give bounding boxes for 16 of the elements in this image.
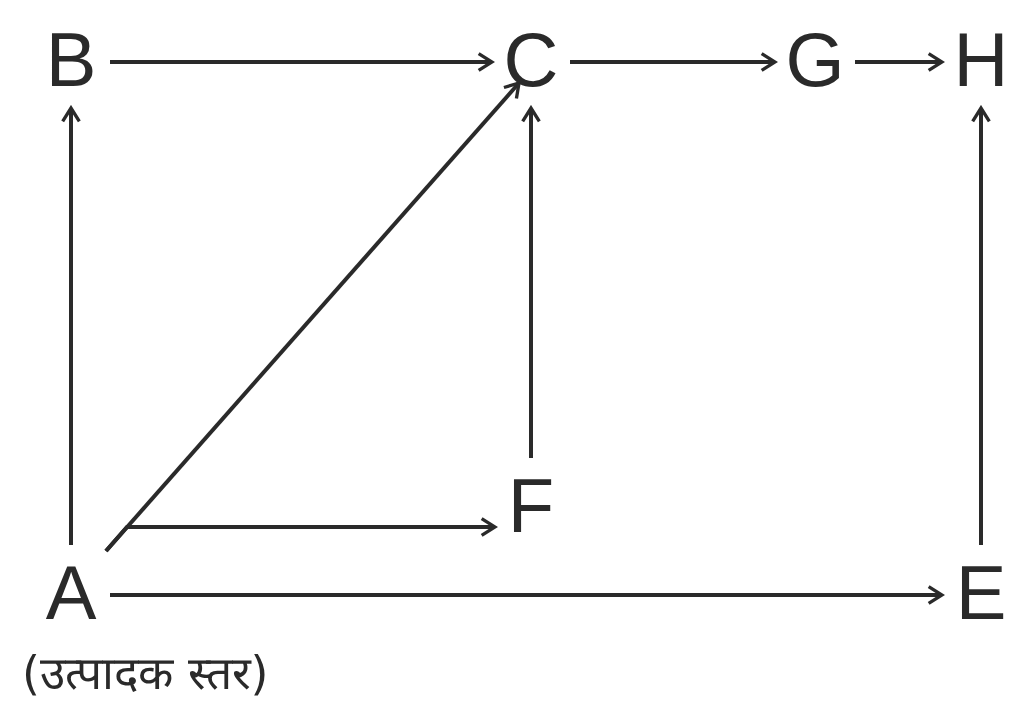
- arrow: [110, 585, 944, 605]
- arrow: [61, 106, 81, 545]
- node-letter: C: [500, 22, 562, 98]
- node-caption: (उत्पादक स्तर): [22, 645, 269, 701]
- arrow: [971, 106, 991, 545]
- arrow: [110, 52, 494, 72]
- arrow: [104, 517, 497, 553]
- node-letter: E: [950, 555, 1012, 631]
- arrow: [521, 106, 541, 458]
- node-letter: G: [783, 22, 847, 98]
- node-letter: A: [40, 555, 102, 631]
- node-letter: H: [950, 22, 1012, 98]
- node-letter: F: [503, 468, 559, 544]
- arrow: [570, 52, 777, 72]
- arrow: [855, 52, 944, 72]
- node-letter: B: [40, 22, 102, 98]
